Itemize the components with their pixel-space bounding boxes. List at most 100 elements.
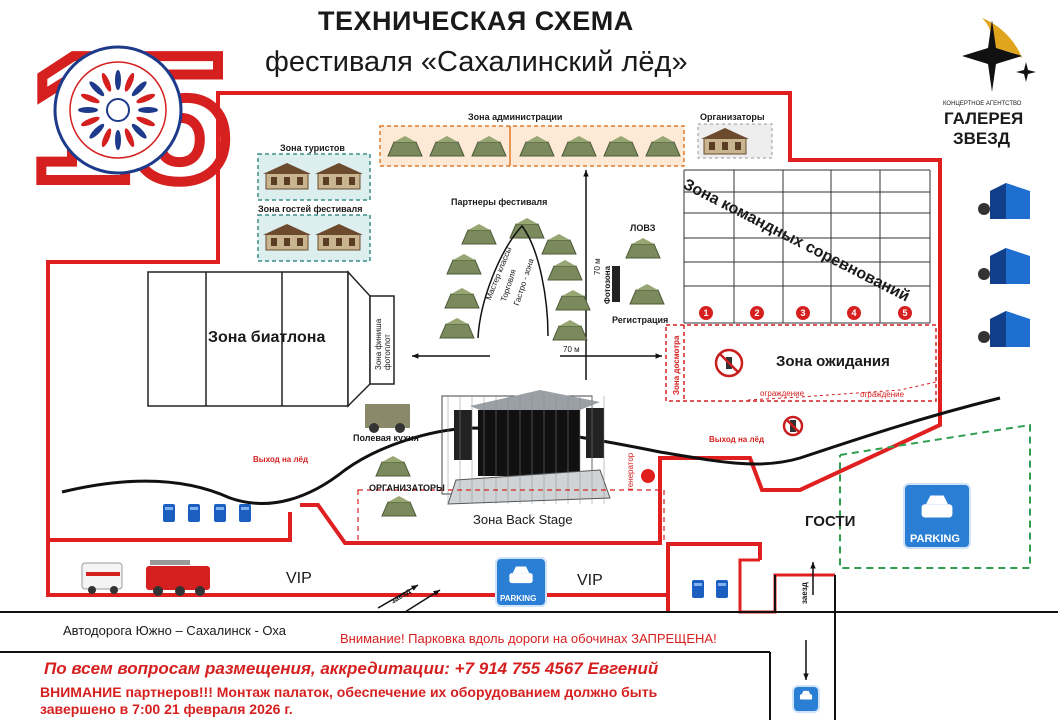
- dimension-arrow-left-head: [412, 353, 418, 358]
- partner-tent-roof: [559, 320, 581, 326]
- team-number: 3: [800, 308, 805, 318]
- fire-truck-icon: [146, 560, 210, 596]
- ice-tent-icon-side: [990, 311, 1006, 347]
- admin-tent-body: [430, 142, 464, 156]
- toilet-icon-body: [188, 504, 200, 522]
- generator-label: генератор: [626, 453, 635, 490]
- lovz-tent: [626, 238, 660, 258]
- organizer-tent-roof: [382, 456, 404, 462]
- fire-truck-ladder: [150, 560, 190, 565]
- admin-tent-body: [646, 142, 680, 156]
- zone-organizers-top-label: Организаторы: [700, 112, 765, 122]
- toilet-icon-vent: [190, 507, 198, 510]
- zone-tourists: [258, 154, 370, 200]
- partner-tent: [542, 234, 576, 254]
- toilet-icon-body: [716, 580, 728, 598]
- agency-name-line1: ГАЛЕРЕЯ: [944, 109, 1023, 129]
- zone-organizers-top: [698, 124, 772, 158]
- toilet-icon: [239, 504, 251, 522]
- guest-hut-window: [284, 238, 290, 246]
- lovz-tent: [630, 284, 664, 304]
- partners-warning-line1: ВНИМАНИЕ партнеров!!! Монтаж палаток, об…: [40, 684, 657, 700]
- toilet-icon-vent: [165, 507, 173, 510]
- toilet-icon-vent: [694, 583, 702, 586]
- vip-left-label: VIP: [286, 570, 312, 588]
- partner-tent-roof: [562, 290, 584, 296]
- parking-tiny-icon-car: [800, 694, 812, 699]
- toilet-icon: [163, 504, 175, 522]
- boundary-guest-entry: [740, 560, 835, 612]
- logo-petal: [115, 130, 121, 150]
- ice-tent-icon-side: [990, 248, 1006, 284]
- partner-tent: [548, 260, 582, 280]
- zone-festival-guests: [258, 215, 370, 261]
- stage-floor: [448, 470, 610, 504]
- agency-name-line2: ЗВЕЗД: [953, 129, 1010, 149]
- guests-label: ГОСТИ: [805, 513, 855, 530]
- toilet-icon: [716, 580, 728, 598]
- partner-tent: [553, 320, 587, 340]
- zone-back-stage-label: Зона Back Stage: [473, 512, 573, 527]
- zone-biathlon-label: Зона биатлона: [208, 329, 325, 347]
- photo-zone-label: Фотозона: [603, 266, 612, 304]
- registration-label: Регистрация: [612, 315, 668, 325]
- team-number: 4: [851, 308, 856, 318]
- dimension-arrow-up-head: [583, 170, 588, 176]
- parking-tiny-icon: [793, 686, 819, 712]
- tourist-hut-window: [336, 177, 342, 185]
- fence-label-1: ограждение: [760, 389, 804, 398]
- partner-tent: [462, 224, 496, 244]
- zone-lovz: [612, 238, 664, 304]
- zone-festival-guests-label: Зона гостей фестиваля: [258, 204, 363, 214]
- small-star-icon: [1016, 62, 1036, 82]
- fire-truck-wheel: [175, 586, 185, 596]
- map-title: ТЕХНИЧЕСКАЯ СХЕМА: [318, 6, 634, 37]
- toilet-icon-vent: [241, 507, 249, 510]
- speaker-right: [586, 408, 604, 458]
- toilet-icon: [214, 504, 226, 522]
- boundary-vip-left: [48, 540, 668, 612]
- toilet-icon-body: [214, 504, 226, 522]
- team-number: 1: [703, 308, 708, 318]
- stage-roof: [470, 390, 600, 410]
- field-kitchen-wheel: [369, 423, 379, 433]
- stage-screen: [478, 410, 580, 476]
- dimension-horizontal-label: 70 м: [563, 345, 580, 354]
- no-alcohol-icon-small: [784, 417, 802, 435]
- guest-hut-window: [297, 238, 303, 246]
- parking-small-label: PARKING: [500, 594, 536, 603]
- festival-logo: 15: [30, 18, 230, 219]
- logo-petal: [78, 107, 98, 113]
- partner-tent-body: [542, 240, 576, 254]
- team-number: 5: [902, 308, 907, 318]
- partner-tent-body: [510, 224, 544, 238]
- entry-arrow-3-head: [810, 562, 815, 568]
- photo-zone-panel: [612, 266, 620, 302]
- logo-center: [107, 99, 129, 121]
- zone-administration-label: Зона администрации: [468, 112, 562, 122]
- dimension-vertical-label: 70 м: [593, 258, 602, 275]
- ice-tent-icon: [978, 311, 1030, 347]
- partner-tent-roof: [446, 318, 468, 324]
- lovz-tent-roof: [632, 238, 654, 244]
- dimension-arrow-right-head: [656, 353, 662, 358]
- partner-tent: [445, 288, 479, 308]
- organizer-tent-body: [382, 502, 416, 516]
- lovz-tent-body: [630, 290, 664, 304]
- fence-label-2: ограждение: [860, 390, 904, 399]
- ambulance-stripe: [86, 572, 120, 576]
- fire-truck-wheel: [153, 586, 163, 596]
- vip-right-label: VIP: [577, 572, 603, 590]
- admin-tent-body: [520, 142, 554, 156]
- ice-tent-icon: [978, 183, 1030, 219]
- partner-tent-roof: [554, 260, 576, 266]
- parking-small-icon-car: [509, 573, 532, 583]
- exit-ice-left-label: Выход на лёд: [253, 455, 308, 464]
- ice-tent-icon-person: [978, 203, 990, 215]
- partner-tent-roof: [548, 234, 570, 240]
- guest-hut-window: [271, 238, 277, 246]
- road-name: Автодорога Южно – Сахалинск - Оха: [63, 623, 286, 638]
- agency-caption: КОНЦЕРТНОЕ АГЕНТСТВО: [943, 101, 1021, 107]
- tourist-hut-window: [284, 177, 290, 185]
